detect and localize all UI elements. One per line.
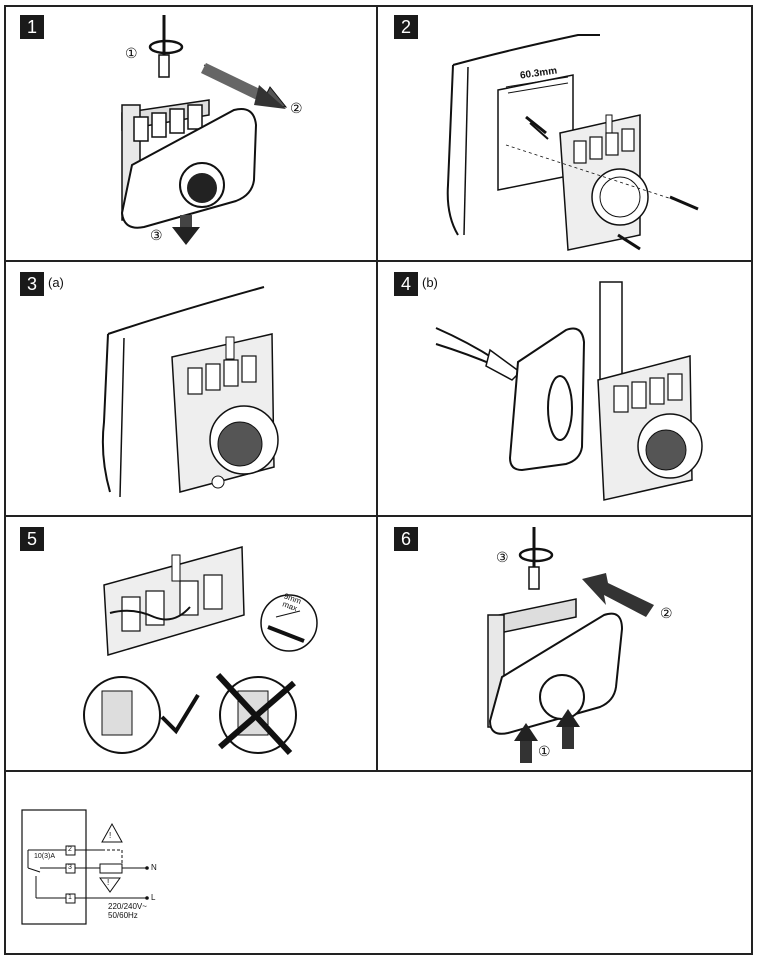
warning-icon: ! — [107, 878, 110, 887]
baseplate-on-wall-illustration — [101, 286, 279, 498]
step-number: 4 — [394, 272, 418, 296]
rotate-arrow-icon — [518, 547, 554, 563]
step-sub-label: (b) — [422, 275, 438, 290]
rotate-arrow-icon — [148, 39, 184, 55]
step-sub-label: (a) — [48, 275, 64, 290]
wiring-schematic — [21, 809, 149, 925]
step-number: 5 — [20, 527, 44, 551]
step-4-panel: 4 (b) — [378, 262, 753, 517]
terminal-3-label: 3 — [68, 864, 72, 871]
terminal-1-label: 1 — [68, 894, 72, 901]
callout-1: ① — [538, 743, 551, 759]
conduit-knockout-illustration — [435, 281, 703, 501]
step-number: 2 — [394, 15, 418, 39]
step-2-panel: 2 60.3mm — [378, 5, 753, 262]
wiring-diagram-panel: 10(3)A 2 3 1 ! ! N L 220/240V~ 50/60Hz — [4, 772, 753, 955]
supply-voltage-label: 220/240V~ — [108, 902, 147, 911]
refit-cover-illustration — [487, 527, 654, 763]
remove-cover-illustration — [120, 15, 288, 245]
terminal-2-label: 2 — [68, 846, 72, 853]
supply-frequency-label: 50/60Hz — [108, 911, 138, 920]
step-3-panel: 3 (a) — [4, 262, 378, 517]
instruction-sheet — [4, 5, 753, 955]
callout-1: ① — [125, 45, 138, 61]
rating-label: 10(3)A — [34, 853, 56, 860]
warning-icon: ! — [109, 831, 112, 840]
wiring-terminals-illustration — [83, 546, 318, 756]
callout-3: ③ — [496, 549, 509, 565]
step-number: 1 — [20, 15, 44, 39]
step-number: 3 — [20, 272, 44, 296]
step-1-panel: 1 ① ② ③ — [4, 5, 378, 262]
step-number: 6 — [394, 527, 418, 551]
callout-3: ③ — [150, 227, 163, 243]
step-5-panel: 5 9mm max — [4, 517, 378, 772]
live-label: L — [151, 893, 156, 902]
mount-baseplate-illustration — [446, 34, 699, 251]
step-6-panel: 6 ③ ② ① — [378, 517, 753, 772]
callout-2: ② — [290, 100, 303, 116]
neutral-label: N — [151, 863, 157, 872]
callout-2: ② — [660, 605, 673, 621]
